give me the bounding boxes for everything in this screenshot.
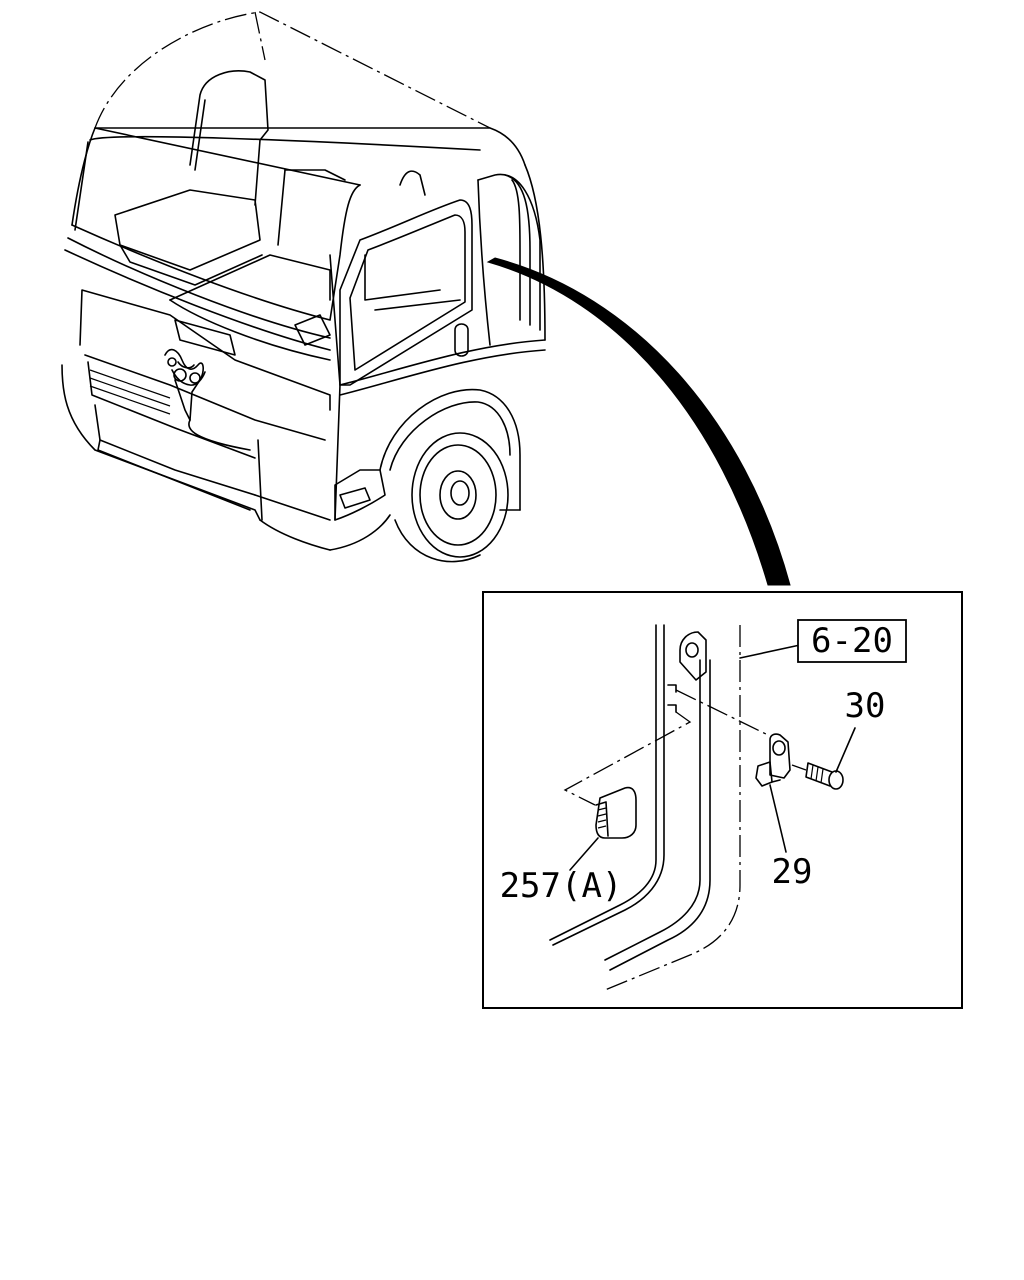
detail-leader-sweep [486, 257, 791, 586]
bolt-part [805, 762, 844, 790]
reference-label: 6-20 [811, 621, 893, 661]
callout-30: 30 [845, 686, 886, 726]
callout-29: 29 [772, 852, 813, 892]
striker-bracket-part [755, 733, 791, 787]
detail-inset: 6-20 30 29 257(A) [482, 591, 963, 1009]
door-switch-part [595, 786, 637, 839]
truck-cab-illustration [61, 11, 546, 563]
callout-257a: 257(A) [500, 866, 623, 906]
reference-box [797, 619, 907, 663]
